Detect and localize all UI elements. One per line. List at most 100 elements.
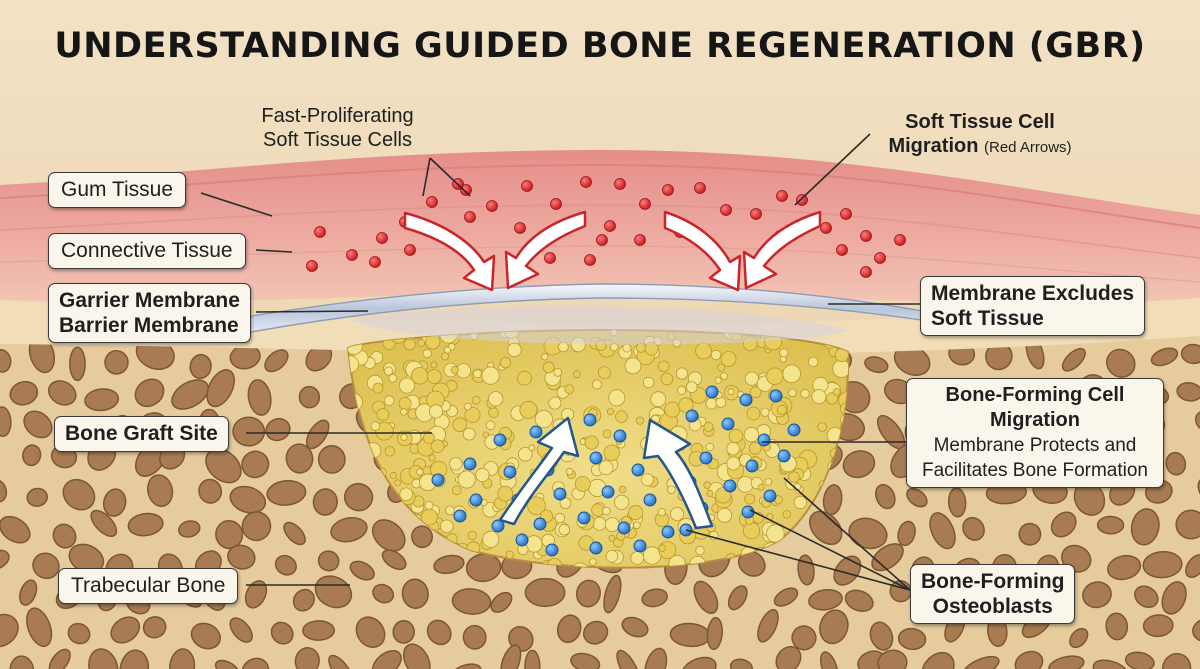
graft-granule: [832, 359, 849, 378]
graft-granule: [554, 512, 566, 524]
graft-granule: [779, 348, 789, 358]
osteoblast-cell: [705, 385, 719, 399]
osteoblast-cell: [643, 493, 657, 507]
bone-pore: [0, 515, 31, 544]
soft-tissue-cell: [550, 198, 562, 210]
graft-granule: [558, 523, 571, 536]
graft-granule: [705, 397, 718, 410]
graft-granule: [481, 366, 500, 385]
soft-tissue-cell: [596, 234, 608, 246]
bone-pore: [451, 588, 492, 615]
bone-pore: [929, 512, 956, 550]
graft-granule: [748, 441, 762, 455]
graft-granule: [615, 410, 628, 424]
label-bone-migration: Bone-Forming Cell Migration Membrane Pro…: [906, 378, 1164, 488]
graft-granule: [742, 522, 761, 540]
bone-pore: [1142, 614, 1174, 638]
bone-pore: [206, 369, 235, 408]
bone-pore: [791, 625, 817, 651]
graft-granule: [793, 495, 808, 510]
osteoblast-cell: [757, 433, 771, 447]
graft-granule: [602, 429, 612, 439]
soft-tissue-cell: [314, 226, 326, 238]
graft-granule: [744, 371, 760, 386]
bone-pore: [189, 353, 212, 380]
bone-pore: [330, 517, 368, 543]
graft-granule: [788, 471, 800, 483]
graft-granule: [602, 506, 611, 516]
osteoblast-cell: [589, 541, 603, 555]
leader-fast-cells-b: [429, 157, 471, 197]
graft-granule: [825, 392, 839, 405]
bone-pore: [0, 549, 10, 572]
osteoblast-cell: [493, 433, 507, 447]
soft-tissue-cell: [720, 204, 732, 216]
bone-pore: [869, 621, 894, 651]
bone-pore: [727, 585, 748, 611]
graft-granule: [424, 500, 434, 510]
bone-pore: [1185, 554, 1200, 579]
osteoblasts-line1: Bone-Forming: [921, 570, 1065, 593]
graft-granule: [591, 503, 605, 517]
graft-granule: [440, 352, 450, 361]
bone-pore: [355, 616, 386, 648]
osteoblast-cell: [685, 409, 699, 423]
bone-pore: [570, 652, 601, 669]
osteoblast-cell: [787, 423, 801, 437]
graft-granule: [467, 530, 478, 541]
bone-pore: [451, 663, 482, 669]
osteoblast-cell: [463, 457, 477, 471]
osteoblast-cell: [515, 533, 529, 547]
graft-granule: [710, 349, 722, 361]
bone-pore: [693, 580, 719, 614]
bone-pore: [102, 488, 127, 517]
soft-tissue-cell: [874, 252, 886, 264]
soft-tissue-cell: [776, 190, 788, 202]
graft-granule: [715, 396, 727, 408]
graft-granule: [430, 439, 445, 454]
graft-granule: [633, 521, 641, 530]
bone-pore: [67, 622, 91, 645]
graft-granule: [685, 381, 698, 394]
soft-tissue-cell: [460, 184, 472, 196]
soft-tissue-cell: [820, 222, 832, 234]
bone-pore: [119, 649, 150, 669]
page-title: UNDERSTANDING GUIDED BONE REGENERATION (…: [54, 26, 1146, 66]
bone-pore: [104, 350, 129, 375]
graft-granule: [603, 444, 620, 462]
osteoblast-cell: [529, 425, 543, 439]
bone-pore: [575, 579, 601, 608]
bone-migration-desc1: Membrane Protects and: [933, 435, 1137, 456]
graft-granule: [559, 497, 572, 510]
graft-granule: [668, 555, 686, 568]
graft-granule: [464, 406, 481, 423]
soft-tissue-cell: [426, 196, 438, 208]
bone-pore: [285, 443, 314, 474]
bone-pore: [1180, 343, 1200, 365]
bone-pore: [641, 588, 668, 608]
soft-tissue-cell: [369, 256, 381, 268]
graft-granule: [670, 506, 685, 521]
osteoblast-cell: [553, 487, 567, 501]
graft-granule: [658, 544, 666, 552]
leader-osteo-a: [685, 529, 911, 591]
leader-membrane: [255, 310, 369, 313]
graft-granule: [782, 510, 791, 519]
bone-pore: [205, 448, 242, 484]
graft-granule: [519, 400, 538, 419]
graft-granule: [565, 467, 574, 476]
graft-granule: [573, 370, 581, 379]
bone-pore: [1176, 382, 1200, 402]
osteoblast-cell: [613, 429, 627, 443]
bone-pore: [229, 617, 253, 643]
trabecular-text: Trabecular Bone: [71, 574, 226, 597]
osteoblast-cell: [533, 517, 547, 531]
bone-pore: [142, 616, 167, 639]
bone-pore: [266, 479, 307, 506]
bone-pore: [177, 520, 201, 538]
graft-granule: [706, 489, 714, 497]
excludes-line2: Soft Tissue: [931, 307, 1044, 330]
graft-granule: [764, 477, 773, 486]
bone-pore: [190, 622, 221, 650]
